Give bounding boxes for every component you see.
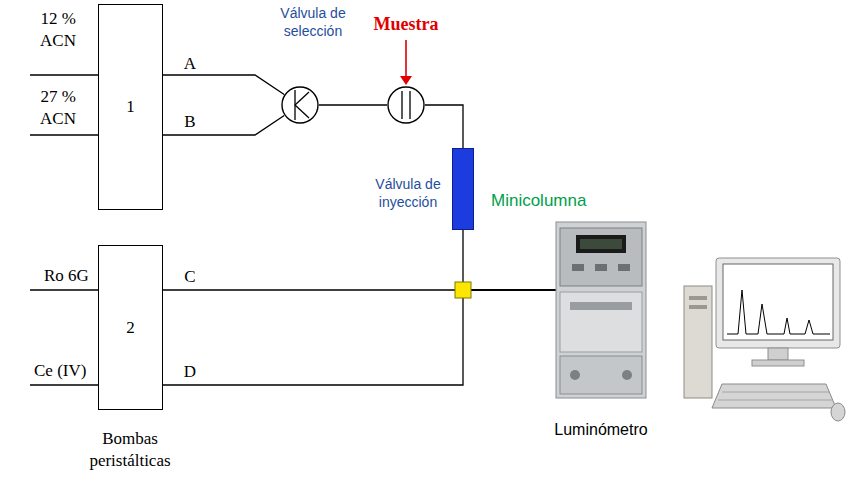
inlet-tube — [30, 289, 98, 290]
keyboard-row — [718, 400, 832, 401]
part-label: Válvula de inyección — [366, 176, 450, 211]
device-button — [595, 264, 607, 271]
device-base — [560, 356, 642, 394]
keyboard — [712, 384, 836, 408]
line-letter: B — [184, 112, 195, 132]
pump-caption: Bombas peristálticas — [75, 428, 185, 472]
solution-label: 27 % ACN — [20, 86, 76, 130]
inlet-tube — [30, 74, 98, 75]
keyboard-row — [722, 392, 829, 393]
device-panel — [560, 228, 642, 286]
pump-number: 2 — [126, 317, 135, 337]
monitor-foot — [752, 360, 804, 366]
sample-label: Muestra — [374, 14, 439, 36]
luminometer: Luminómetro — [556, 222, 646, 398]
valve-outline — [387, 86, 425, 124]
injection-valve: Válvula de inyección — [387, 86, 425, 124]
part-label: Luminómetro — [554, 420, 647, 439]
line-letter: C — [184, 267, 195, 287]
minicolumn: Minicolumna — [452, 148, 474, 230]
valve-circle — [282, 87, 318, 123]
mixing-junction — [455, 282, 471, 298]
pump-box: 2 — [98, 245, 163, 410]
tubing-line — [319, 104, 387, 105]
pump-number: 1 — [126, 97, 135, 117]
device-button — [618, 264, 630, 271]
solution-label: 12 % ACN — [20, 8, 76, 52]
tubing-line — [163, 116, 284, 135]
tubing-line — [163, 75, 284, 94]
reagent-label: Ce (IV) — [34, 361, 86, 381]
device-display — [576, 235, 626, 253]
valve-symbol — [401, 91, 402, 119]
mouse — [831, 403, 845, 421]
monitor-frame — [716, 258, 840, 348]
device-knob — [570, 370, 580, 380]
device-middle — [560, 292, 642, 352]
device-body — [556, 222, 646, 398]
valve-symbol — [295, 92, 309, 105]
part-label: Minicolumna — [491, 191, 586, 211]
tubing-line — [163, 290, 556, 385]
selection-valve: Válvula de selección — [281, 86, 319, 124]
tubing-line — [463, 230, 556, 290]
device-display-window — [580, 239, 622, 249]
monitor-stand — [768, 348, 788, 360]
valve-circle — [388, 87, 424, 123]
valve-outline — [281, 86, 319, 124]
line-letter: D — [184, 362, 196, 382]
inlet-tube — [30, 384, 98, 385]
inlet-tube — [30, 134, 98, 135]
device-button — [572, 264, 584, 271]
pump-box: 1 — [98, 4, 163, 210]
part-label: Válvula de selección — [268, 5, 358, 40]
computer-tower — [684, 286, 712, 398]
screen-peaks — [727, 290, 830, 334]
tower-drive — [689, 296, 707, 300]
tower-drive — [689, 305, 707, 309]
line-letter: A — [184, 54, 196, 74]
sample-arrow — [405, 40, 407, 77]
valve-symbol — [409, 91, 410, 119]
tubing-line — [425, 105, 463, 148]
device-slot — [570, 302, 632, 310]
reagent-label: Ro 6G — [44, 266, 89, 286]
device-knob — [622, 370, 632, 380]
luminometer-picture — [556, 222, 646, 398]
sample-arrowhead — [400, 76, 412, 85]
monitor-screen — [723, 264, 833, 340]
computer-picture — [684, 258, 845, 421]
valve-symbol — [295, 105, 309, 118]
